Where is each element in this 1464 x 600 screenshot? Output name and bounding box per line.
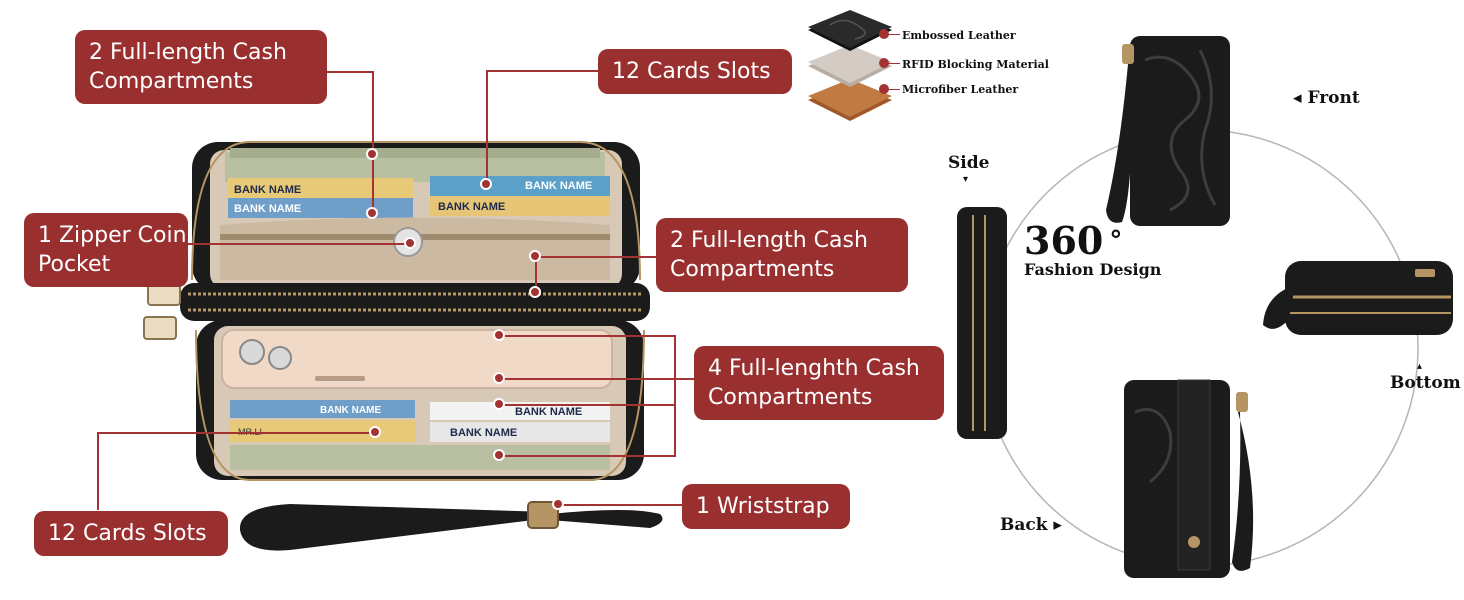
marker-dot	[404, 237, 416, 249]
wriststrap-loop	[239, 504, 550, 551]
view-label-front: ◂ Front	[1293, 88, 1360, 108]
marker-dot	[879, 58, 889, 68]
wriststrap-illustration	[239, 501, 663, 551]
marker-dot	[529, 286, 541, 298]
marker-dot	[369, 426, 381, 438]
callout-cards-top: 12 Cards Slots	[598, 49, 792, 94]
material-microfiber: Microfiber Leather	[902, 83, 1019, 96]
camera-icon	[239, 339, 265, 365]
svg-text:BANK NAME: BANK NAME	[525, 180, 592, 192]
marker-dot	[480, 178, 492, 190]
camera-icon	[268, 346, 292, 370]
arrow-up-icon: ▴	[1417, 361, 1423, 372]
wallet-bottom-view	[1263, 261, 1453, 335]
design-360: 360°	[1024, 218, 1123, 263]
phone	[221, 329, 613, 389]
marker-dot	[493, 398, 505, 410]
view-label-side: Side	[948, 153, 990, 173]
card-slot-right: BANK NAME	[430, 176, 610, 196]
marker-dot	[366, 207, 378, 219]
svg-text:BANK NAME: BANK NAME	[234, 203, 301, 215]
marker-dot	[879, 84, 889, 94]
svg-text:BANK NAME: BANK NAME	[515, 406, 582, 418]
arrow-down-icon: ▾	[963, 174, 969, 185]
wallet-front-view	[1106, 36, 1230, 226]
material-embossed: Embossed Leather	[902, 29, 1016, 42]
cash-bill	[230, 445, 610, 470]
wallet-side-view	[957, 207, 1007, 439]
marker-dot	[493, 449, 505, 461]
view-label-bottom: Bottom	[1390, 373, 1461, 393]
marker-dot	[366, 148, 378, 160]
svg-text:BANK NAME: BANK NAME	[450, 427, 517, 439]
view-label-back: Back ▸	[1000, 515, 1062, 535]
strap-clasp-icon	[527, 501, 559, 529]
svg-text:BANK NAME: BANK NAME	[234, 184, 301, 196]
card-slot-left: BANK NAME	[228, 178, 413, 198]
zipper-pull-icon	[143, 316, 177, 340]
material-rfid: RFID Blocking Material	[902, 58, 1049, 71]
wallet-back-view	[1124, 379, 1254, 578]
zipper-divider	[180, 283, 650, 321]
marker-dot	[552, 498, 564, 510]
open-wallet-illustration: BANK NAME BANK NAME BANK NAME BANK NAME …	[143, 141, 650, 481]
marker-dot	[493, 329, 505, 341]
marker-dot	[493, 372, 505, 384]
svg-text:BANK NAME: BANK NAME	[320, 405, 381, 416]
material-layers-icon	[808, 10, 892, 121]
callout-wriststrap: 1 Wriststrap	[682, 484, 850, 529]
design-caption: Fashion Design	[1024, 260, 1162, 279]
svg-text:BANK NAME: BANK NAME	[438, 201, 505, 213]
callout-cards-bottom: 12 Cards Slots	[34, 511, 228, 556]
marker-dot	[879, 29, 889, 39]
marker-dot	[529, 250, 541, 262]
